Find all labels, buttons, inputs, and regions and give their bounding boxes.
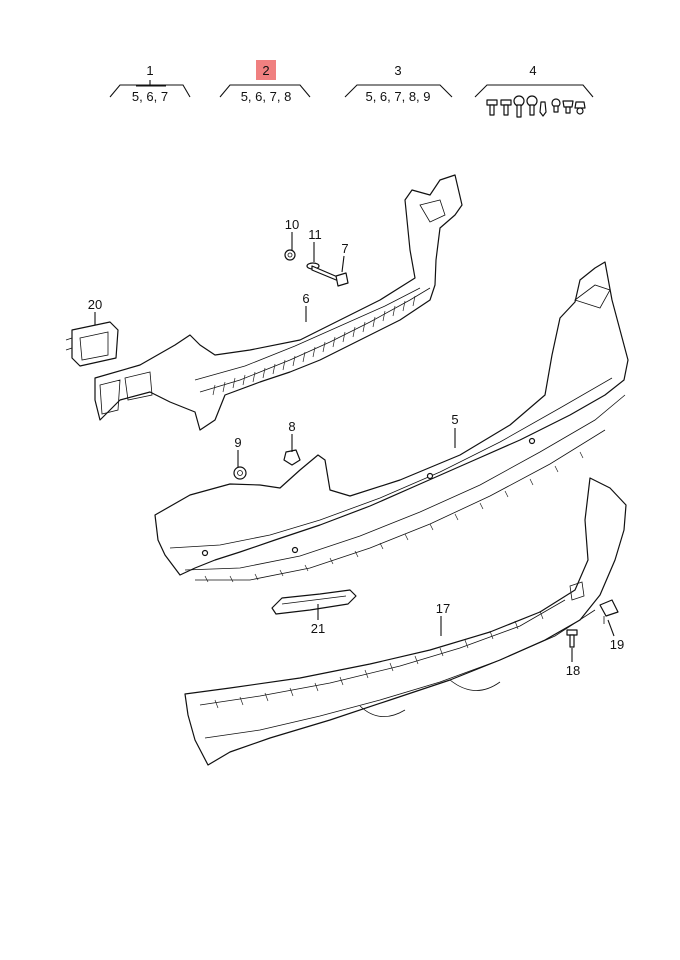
part-19-cap[interactable]: [599, 599, 619, 624]
callout-5: 5: [451, 412, 458, 427]
group-1[interactable]: 1 5, 6, 7: [109, 63, 191, 104]
group-3[interactable]: 3 5, 6, 7, 8, 9: [344, 63, 453, 104]
part-5-bumper-cover[interactable]: [154, 261, 629, 583]
group-2-number: 2: [262, 63, 269, 78]
callout-17: 17: [436, 601, 450, 616]
part-10-nut[interactable]: [284, 249, 296, 261]
group-2-highlight: [256, 60, 276, 80]
part-20-bracket[interactable]: [65, 321, 119, 367]
leader-lines: [94, 232, 615, 662]
group-1-subparts: 5, 6, 7: [132, 89, 168, 104]
group-2-subparts: 5, 6, 7, 8: [241, 89, 292, 104]
callout-8: 8: [288, 419, 295, 434]
group-3-subparts: 5, 6, 7, 8, 9: [365, 89, 430, 104]
callout-18: 18: [566, 663, 580, 678]
part-21-reflector[interactable]: [271, 589, 357, 615]
group-3-number: 3: [394, 63, 401, 78]
group-4[interactable]: 4: [474, 63, 594, 118]
part-7-clip[interactable]: [335, 272, 349, 287]
callout-19: 19: [610, 637, 624, 652]
callout-10: 10: [285, 217, 299, 232]
part-9-nut[interactable]: [233, 466, 247, 480]
part-8-clip[interactable]: [283, 449, 301, 466]
part-6-carrier[interactable]: [94, 174, 463, 431]
fastener-set-icon: [486, 95, 586, 118]
part-11-washer-bolt[interactable]: [306, 262, 342, 283]
part-18-bolt[interactable]: [566, 629, 578, 648]
group-4-number: 4: [529, 63, 536, 78]
callout-20: 20: [88, 297, 102, 312]
callout-7: 7: [341, 241, 348, 256]
group-1-number: 1: [146, 63, 153, 78]
group-2[interactable]: 2 5, 6, 7, 8: [219, 60, 311, 104]
part-17-diffuser[interactable]: [184, 477, 627, 766]
callout-6: 6: [302, 291, 309, 306]
callout-11: 11: [308, 227, 322, 242]
callout-9: 9: [234, 435, 241, 450]
callout-21: 21: [311, 621, 325, 636]
